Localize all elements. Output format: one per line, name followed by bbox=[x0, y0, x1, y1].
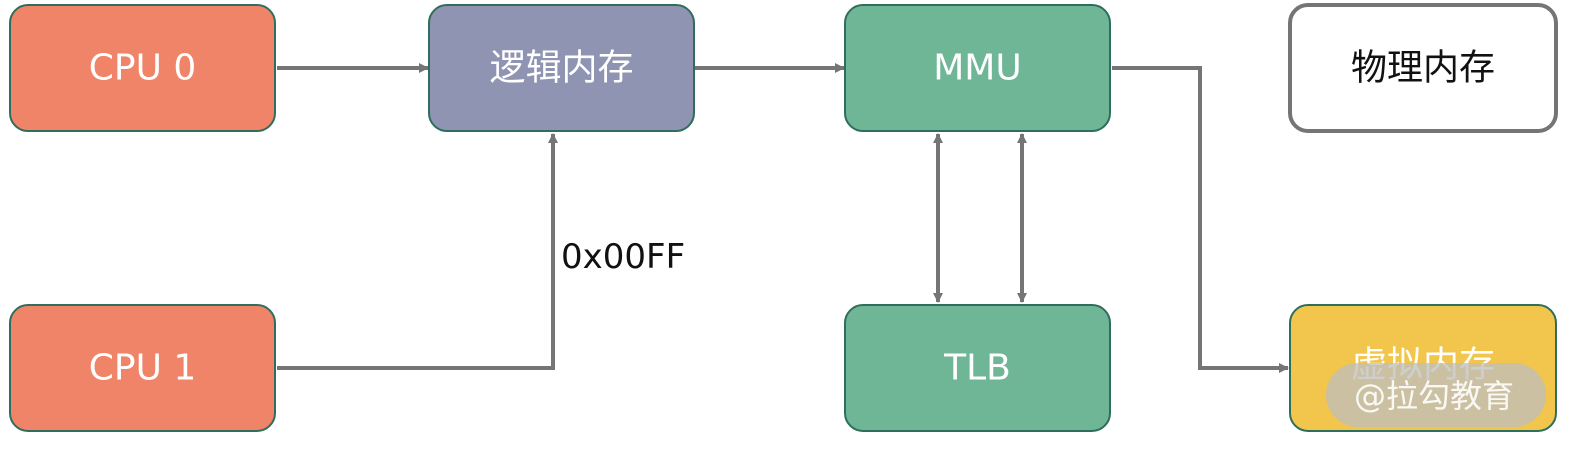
edge-cpu1-to-logical-memory bbox=[277, 133, 558, 370]
node-physical-memory: 物理内存 bbox=[1288, 3, 1558, 133]
node-tlb: TLB bbox=[844, 304, 1111, 432]
node-cpu0-label: CPU 0 bbox=[89, 48, 197, 89]
node-mmu-label: MMU bbox=[933, 48, 1021, 89]
node-cpu1: CPU 1 bbox=[9, 304, 276, 432]
node-logical-memory-label: 逻辑内存 bbox=[489, 48, 633, 89]
connectors bbox=[277, 63, 1289, 373]
watermark: @拉勾教育 bbox=[1326, 363, 1546, 427]
watermark-text: @拉勾教育 bbox=[1354, 377, 1514, 415]
edge-mmu-to-virtual-memory bbox=[1112, 66, 1289, 373]
node-cpu1-label: CPU 1 bbox=[89, 348, 197, 389]
node-logical-memory: 逻辑内存 bbox=[428, 4, 695, 132]
node-tlb-label: TLB bbox=[943, 348, 1011, 389]
node-physical-memory-label: 物理内存 bbox=[1351, 48, 1495, 89]
node-cpu0: CPU 0 bbox=[9, 4, 276, 132]
node-mmu: MMU bbox=[844, 4, 1111, 132]
watermark-background bbox=[1326, 363, 1546, 427]
edge-label-address: 0x00FF bbox=[561, 237, 685, 277]
